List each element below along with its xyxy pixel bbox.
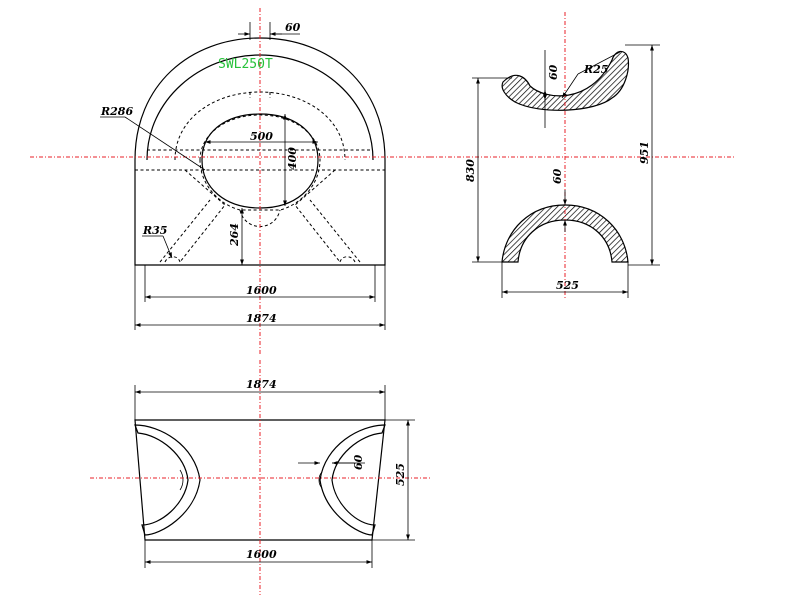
plan-dim-base-width: 1600 bbox=[246, 548, 277, 561]
front-hidden-leg-left bbox=[159, 169, 226, 263]
front-hidden-leg-right bbox=[294, 169, 361, 263]
front-dim-outer-radius: R286 bbox=[100, 105, 133, 118]
plan-right-hole bbox=[318, 471, 323, 489]
plan-left-hole bbox=[179, 469, 184, 491]
plan-dim-thickness: 60 bbox=[352, 454, 365, 470]
plan-dim-depth: 525 bbox=[394, 463, 407, 486]
plan-left-horn bbox=[134, 424, 201, 536]
side-dim-bottom-thickness: 60 bbox=[551, 168, 564, 184]
front-dim-bottom-height: 264 bbox=[228, 223, 241, 247]
front-hidden-slot bbox=[249, 92, 271, 98]
side-top-section bbox=[501, 50, 630, 111]
side-dim-width: 525 bbox=[556, 279, 579, 292]
front-r286-leader bbox=[124, 116, 206, 171]
front-hidden-opening bbox=[199, 114, 321, 211]
front-dim-overall-width: 1874 bbox=[246, 312, 277, 325]
plan-dim-overall-width: 1874 bbox=[246, 378, 277, 391]
front-dim-top-width: 60 bbox=[285, 21, 301, 34]
plan-view: 1874 60 525 1600 bbox=[90, 360, 430, 595]
front-view: SWL250T 60 500 400 264 R286 R35 1600 bbox=[30, 8, 430, 355]
side-dim-inner-height: 830 bbox=[464, 159, 477, 182]
side-r25-arrow bbox=[561, 73, 579, 99]
swl-label: SWL250T bbox=[218, 57, 273, 72]
side-dim-overall-height: 951 bbox=[638, 141, 651, 164]
front-dim-inner-radius: R35 bbox=[142, 224, 167, 237]
front-hidden-feet bbox=[164, 256, 356, 263]
plan-right-horn bbox=[319, 424, 386, 536]
side-dim-top-thickness: 60 bbox=[547, 64, 560, 80]
front-opening bbox=[201, 113, 319, 209]
side-view: 830 951 525 60 R25 60 bbox=[430, 12, 735, 300]
front-dim-opening-width: 500 bbox=[250, 130, 273, 143]
side-bottom-section bbox=[501, 204, 629, 263]
front-r35-leader bbox=[162, 235, 173, 259]
front-dim-opening-height: 400 bbox=[286, 147, 299, 170]
side-dim-radius: R25 bbox=[583, 63, 608, 76]
front-dim-base-width: 1600 bbox=[246, 284, 277, 297]
side-r25-leader bbox=[577, 51, 621, 75]
